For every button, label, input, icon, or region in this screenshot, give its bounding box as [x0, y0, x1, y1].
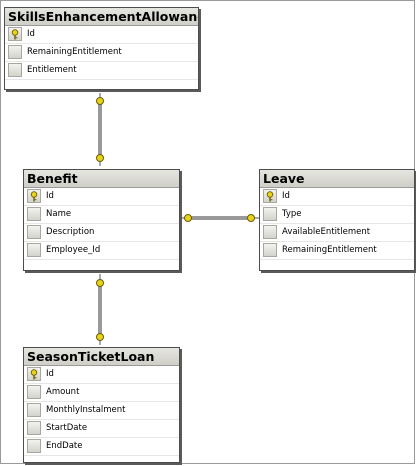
- table-benefit[interactable]: Benefit Id Name Description Employee_Id: [23, 169, 180, 271]
- relationship-benefit-seasonticketloan[interactable]: [96, 274, 104, 345]
- column-name: Name: [46, 209, 72, 219]
- table-title: SkillsEnhancementAllowance: [5, 8, 198, 26]
- column-name: Employee_Id: [46, 245, 101, 255]
- table-seasonticketloan[interactable]: SeasonTicketLoan Id Amount MonthlyInstal…: [23, 347, 180, 463]
- column-name: RemainingEntitlement: [27, 47, 122, 57]
- primary-key-icon: [11, 29, 19, 40]
- column-row[interactable]: RemainingEntitlement: [5, 44, 198, 62]
- column-row[interactable]: Id: [24, 188, 179, 206]
- column-name: Id: [46, 191, 54, 201]
- column-name: RemainingEntitlement: [282, 245, 377, 255]
- column-row[interactable]: Entitlement: [5, 62, 198, 80]
- row-selector: [8, 45, 22, 59]
- key-endpoint-icon: [96, 154, 104, 162]
- key-endpoint-icon: [96, 279, 104, 287]
- column-name: Id: [46, 369, 54, 379]
- row-selector: [27, 207, 41, 221]
- column-name: MonthlyInstalment: [46, 405, 126, 415]
- row-selector: [263, 189, 277, 203]
- column-name: Entitlement: [27, 65, 77, 75]
- column-row[interactable]: Employee_Id: [24, 242, 179, 260]
- primary-key-icon: [30, 369, 38, 380]
- column-name: EndDate: [46, 441, 83, 451]
- column-name: Id: [282, 191, 290, 201]
- row-selector: [27, 367, 41, 381]
- table-title: Leave: [260, 170, 414, 188]
- key-endpoint-icon: [247, 214, 255, 222]
- column-row[interactable]: Amount: [24, 384, 179, 402]
- column-name: Amount: [46, 387, 80, 397]
- column-row[interactable]: Type: [260, 206, 414, 224]
- column-row[interactable]: RemainingEntitlement: [260, 242, 414, 260]
- row-selector: [263, 243, 277, 257]
- column-row[interactable]: Id: [24, 366, 179, 384]
- table-title: Benefit: [24, 170, 179, 188]
- column-name: Type: [282, 209, 302, 219]
- column-row[interactable]: EndDate: [24, 438, 179, 456]
- row-selector: [27, 225, 41, 239]
- primary-key-icon: [266, 191, 274, 202]
- table-skillsenhancementallowance[interactable]: SkillsEnhancementAllowance Id RemainingE…: [4, 7, 199, 90]
- column-row[interactable]: Id: [5, 26, 198, 44]
- key-endpoint-icon: [96, 333, 104, 341]
- relationship-skills-benefit[interactable]: [96, 93, 104, 166]
- column-row[interactable]: Name: [24, 206, 179, 224]
- table-leave[interactable]: Leave Id Type AvailableEntitlement Remai…: [259, 169, 415, 271]
- row-selector: [8, 63, 22, 77]
- column-row[interactable]: MonthlyInstalment: [24, 402, 179, 420]
- column-row[interactable]: Id: [260, 188, 414, 206]
- row-selector: [27, 439, 41, 453]
- column-name: StartDate: [46, 423, 88, 433]
- column-name: AvailableEntitlement: [282, 227, 371, 237]
- row-selector: [27, 421, 41, 435]
- row-selector: [27, 385, 41, 399]
- column-row[interactable]: AvailableEntitlement: [260, 224, 414, 242]
- row-selector: [263, 207, 277, 221]
- primary-key-icon: [30, 191, 38, 202]
- key-endpoint-icon: [184, 214, 192, 222]
- column-name: Description: [46, 227, 95, 237]
- row-selector: [27, 243, 41, 257]
- relationship-benefit-leave[interactable]: [181, 214, 259, 222]
- key-endpoint-icon: [96, 97, 104, 105]
- row-selector: [27, 189, 41, 203]
- row-selector: [27, 403, 41, 417]
- row-selector: [8, 27, 22, 41]
- column-row[interactable]: Description: [24, 224, 179, 242]
- row-selector: [263, 225, 277, 239]
- column-row[interactable]: StartDate: [24, 420, 179, 438]
- table-title: SeasonTicketLoan: [24, 348, 179, 366]
- column-name: Id: [27, 29, 35, 39]
